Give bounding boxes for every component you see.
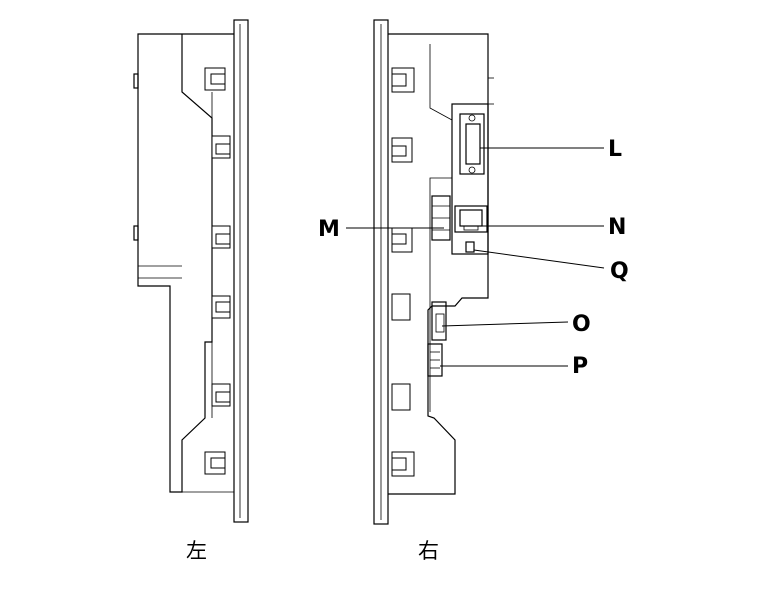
callout-l: L — [608, 137, 622, 162]
left-mounting-latch-4 — [211, 295, 231, 319]
right-mounting-latch-5 — [391, 383, 411, 411]
ethernet-port — [454, 205, 488, 233]
left-side-view: 左 — [133, 19, 249, 563]
left-mounting-latch-6 — [204, 451, 226, 475]
left-mounting-latch-2 — [211, 135, 231, 159]
callout-n: N — [608, 215, 626, 240]
right-view-caption: 右 — [418, 539, 439, 563]
card-slot-p — [427, 343, 443, 377]
card-slot-o — [431, 301, 447, 341]
callout-m: M — [318, 217, 340, 242]
right-mounting-latch-1 — [391, 67, 415, 93]
right-mounting-latch-3 — [391, 227, 413, 253]
left-mounting-latch-1 — [204, 67, 226, 91]
leader-line-q — [473, 249, 605, 269]
right-mounting-latch-6 — [391, 451, 415, 477]
port-panel — [451, 103, 489, 255]
left-mounting-latch-5 — [211, 383, 231, 407]
right-housing-outline — [388, 33, 489, 495]
leader-line-o — [441, 321, 569, 327]
callout-q: Q — [610, 259, 629, 284]
right-mounting-latch-2 — [391, 137, 413, 163]
left-view-caption: 左 — [186, 539, 207, 563]
callout-o: O — [572, 312, 591, 337]
serial-port — [459, 113, 485, 175]
left-mounting-latch-3 — [211, 225, 231, 249]
usb-port — [465, 241, 475, 253]
right-side-view: L M N Q O P 右 — [318, 19, 629, 563]
left-housing-outline — [137, 33, 234, 493]
left-front-bezel — [233, 19, 249, 523]
right-mounting-latch-4 — [391, 293, 411, 321]
callout-p: P — [572, 354, 588, 379]
power-terminal-block — [431, 195, 451, 241]
right-front-bezel — [373, 19, 389, 525]
